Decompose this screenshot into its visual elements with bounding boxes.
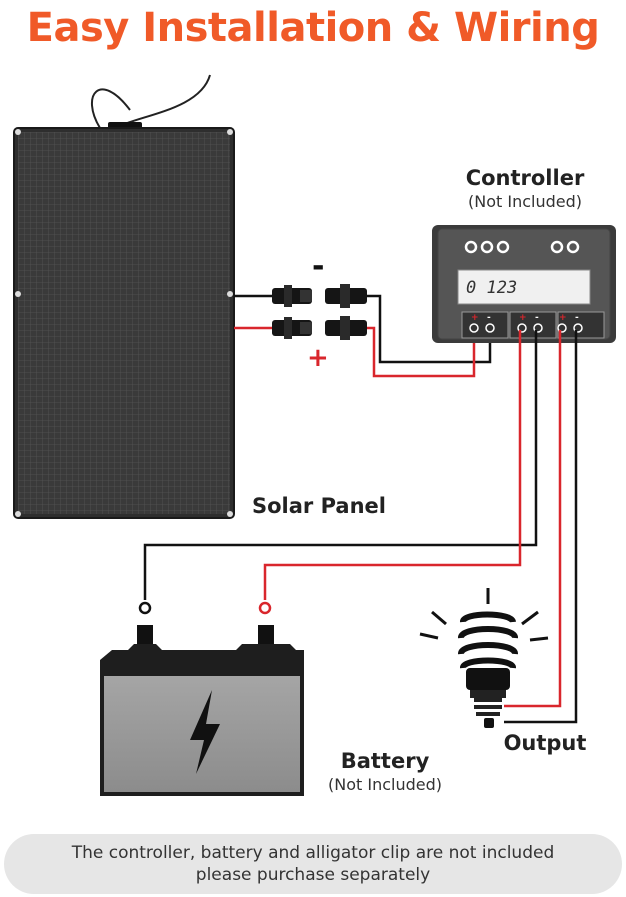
page-title: Easy Installation & Wiring xyxy=(26,5,600,51)
mc4-connector-negative-mate xyxy=(325,284,367,308)
positive-sign: + xyxy=(307,343,329,373)
controller-display xyxy=(457,269,591,305)
panel-cable xyxy=(90,74,211,129)
controller-note: (Not Included) xyxy=(468,192,582,211)
footer-note: The controller, battery and alligator cl… xyxy=(4,834,622,894)
svg-text:-: - xyxy=(575,313,579,323)
lightning-bolt-icon xyxy=(190,690,220,774)
light-bulb-icon xyxy=(419,588,549,728)
controller-display-value: 0 123 xyxy=(466,278,517,298)
controller-label: Controller xyxy=(465,166,585,190)
controller: 0 123 + - + - + - xyxy=(432,225,616,343)
mc4-connector-negative xyxy=(272,285,312,307)
negative-sign: - xyxy=(312,249,325,284)
solar-panel-label: Solar Panel xyxy=(252,494,386,518)
solar-panel xyxy=(13,127,235,519)
mc4-connector-positive xyxy=(272,317,312,339)
output-label: Output xyxy=(503,731,587,755)
footer-line-1: The controller, battery and alligator cl… xyxy=(71,843,555,863)
battery-note: (Not Included) xyxy=(328,775,442,794)
svg-text:-: - xyxy=(487,313,491,323)
footer-line-2: please purchase separately xyxy=(195,865,431,885)
svg-text:+: + xyxy=(471,313,479,323)
svg-text:+: + xyxy=(559,313,567,323)
svg-text:-: - xyxy=(535,313,539,323)
svg-text:+: + xyxy=(519,313,527,323)
battery-label: Battery xyxy=(340,749,430,773)
battery xyxy=(100,625,304,796)
mc4-connector-positive-mate xyxy=(325,316,367,340)
